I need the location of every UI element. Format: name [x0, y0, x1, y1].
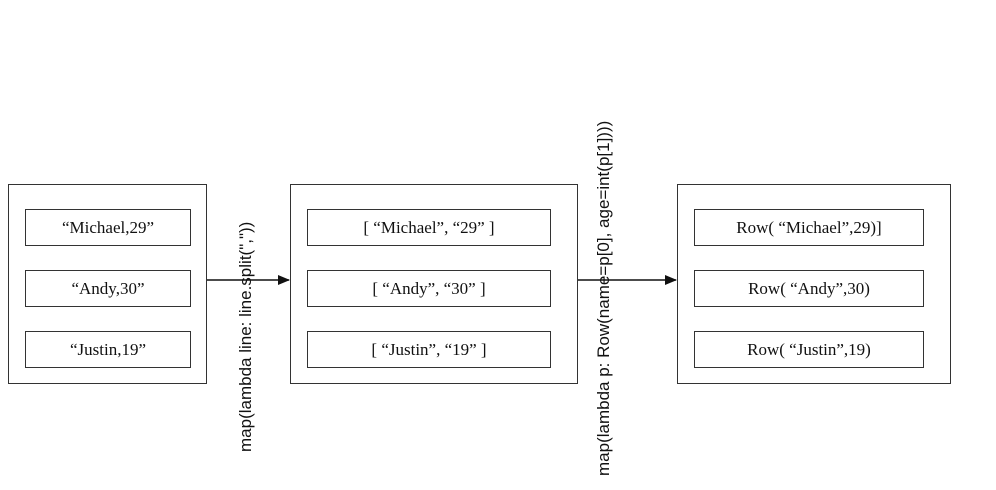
record-justin-split: [ “Justin”, “19” ] — [307, 331, 551, 368]
stage-split-lists: [ “Michael”, “29” ] [ “Andy”, “30” ] [ “… — [290, 184, 578, 384]
record-andy-row: Row( “Andy”,30) — [694, 270, 924, 307]
record-michael-row: Row( “Michael”,29)] — [694, 209, 924, 246]
record-andy-split: [ “Andy”, “30” ] — [307, 270, 551, 307]
record-michael-raw: “Michael,29” — [25, 209, 191, 246]
record-michael-split: [ “Michael”, “29” ] — [307, 209, 551, 246]
transform-label-split: map(lambda line: line.split(",")) — [236, 221, 255, 452]
stage-row-objects: Row( “Michael”,29)] Row( “Andy”,30) Row(… — [677, 184, 951, 384]
stage-raw-lines: “Michael,29” “Andy,30” “Justin,19” — [8, 184, 207, 384]
record-andy-raw: “Andy,30” — [25, 270, 191, 307]
transform-label-row: map(lambda p: Row(name=p[0], age=int(p[1… — [594, 120, 613, 476]
record-justin-row: Row( “Justin”,19) — [694, 331, 924, 368]
record-justin-raw: “Justin,19” — [25, 331, 191, 368]
